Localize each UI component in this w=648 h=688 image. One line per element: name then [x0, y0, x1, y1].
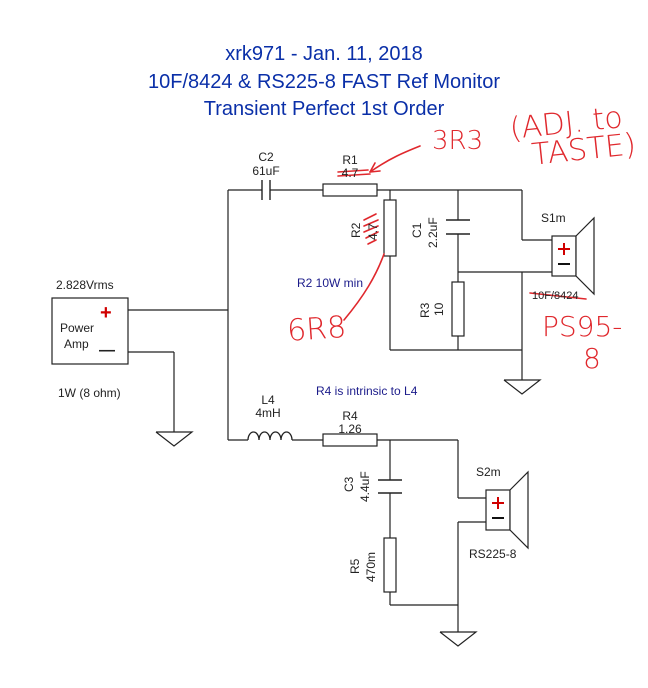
amp-voltage: 2.828Vrms [56, 278, 114, 292]
c1-ref: C1 [410, 222, 424, 238]
s2-model: RS225-8 [469, 547, 517, 561]
capacitor-c2 [261, 180, 271, 200]
r3-ref: R3 [418, 302, 432, 318]
resistor-r5 [383, 537, 397, 593]
capacitor-c1 [446, 219, 470, 235]
annotation-line [343, 253, 385, 321]
l4-value: 4mH [255, 406, 281, 420]
s2-ref: S2m [476, 465, 501, 479]
resistor-r4 [322, 433, 378, 447]
amp-minus-terminal: — [99, 342, 115, 359]
handwritten-s1-model-2: 8 [583, 342, 601, 375]
speaker-s1 [551, 216, 595, 296]
r2-rating-note: R2 10W min [297, 276, 364, 290]
s1-model: 10F/8424 [532, 290, 579, 302]
capacitor-c3 [378, 479, 402, 494]
l4-ref: L4 [261, 393, 275, 407]
r3-value: 10 [432, 302, 446, 316]
handwritten-r1-value: 3R3 [432, 126, 484, 156]
r2-ref: R2 [349, 222, 363, 238]
c2-value: 61uF [252, 164, 280, 178]
c3-value: 4.4uF [358, 471, 372, 502]
c2-ref: C2 [258, 150, 274, 164]
resistor-r2 [383, 199, 397, 257]
ground-icon [439, 631, 478, 647]
power-amp-box [51, 297, 129, 365]
r2-value: 4.7 [366, 223, 380, 240]
handwritten-s1-model-1: PS95- [542, 310, 623, 343]
title-line-2: 10F/8424 & RS225-8 FAST Ref Monitor [147, 71, 501, 93]
r1-ref: R1 [342, 153, 358, 167]
inductor-l4 [247, 431, 293, 441]
strike-r1-value [337, 169, 371, 177]
title-line-3: Transient Perfect 1st Order [203, 98, 445, 120]
c3-ref: C3 [342, 476, 356, 492]
ground-icon [155, 430, 194, 447]
amp-power: 1W (8 ohm) [58, 386, 121, 400]
r4-ref: R4 [342, 409, 358, 423]
arrow-icon [369, 145, 421, 173]
amp-label-amp: Amp [64, 337, 89, 351]
title-line-1: xrk971 - Jan. 11, 2018 [225, 43, 423, 65]
polarity-marks [492, 243, 570, 519]
r5-value: 470m [364, 551, 378, 582]
r1-value: 4.7 [341, 166, 359, 180]
speaker-s2 [485, 470, 529, 550]
ground-icon [503, 379, 542, 395]
scribble-r2-value [363, 213, 379, 245]
amp-plus-terminal: + [100, 302, 112, 324]
r4-intrinsic-note: R4 is intrinsic to L4 [316, 384, 418, 398]
resistor-r3 [451, 281, 465, 337]
r5-ref: R5 [348, 558, 362, 574]
r4-value: 1.26 [338, 422, 362, 436]
s1-ref: S1m [541, 211, 566, 225]
resistor-r1 [322, 183, 378, 197]
arrow-head-icon [369, 162, 381, 173]
c1-value: 2.2uF [426, 217, 440, 248]
amp-label-power: Power [60, 321, 95, 335]
strike-s1-model [529, 292, 587, 300]
handwritten-r2-value: 6R8 [286, 309, 348, 349]
